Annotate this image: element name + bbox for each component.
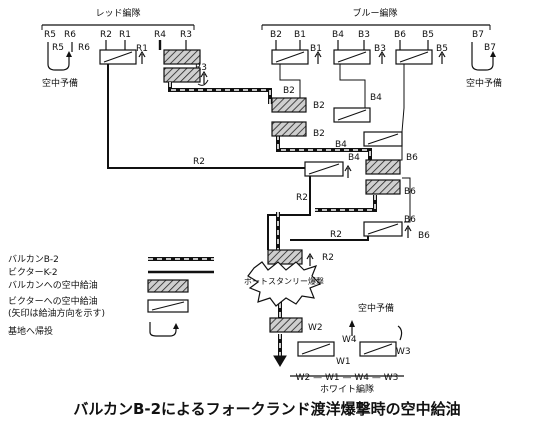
- label-B5-side: B5: [436, 44, 448, 54]
- legend-hatched-box: [147, 279, 189, 293]
- legend-vulcan-label: バルカンB-2: [8, 254, 59, 265]
- spare-right-loop: [471, 42, 494, 71]
- legend-return-icon: [149, 322, 177, 337]
- legend-victor-refuel-label: ビクターへの空中給油: [8, 295, 98, 307]
- label-R2-mid4: R2: [322, 253, 334, 263]
- spare-left-label: 空中予備: [42, 77, 78, 89]
- label-B2-mid1: B2: [283, 86, 295, 96]
- label-W1-mid: W1: [336, 357, 351, 367]
- label-B1-side: B1: [310, 44, 322, 54]
- label-B4-mid3: B4: [348, 153, 360, 163]
- label-R1-top: R1: [119, 30, 131, 40]
- routing-lines: [107, 64, 411, 367]
- label-B6-mid3: B6: [404, 215, 416, 225]
- legend-victor-label: ビクターK-2: [8, 267, 58, 278]
- label-B6-mid4: B6: [418, 231, 430, 241]
- label-R3-side: R3: [195, 63, 207, 73]
- white-group-label: ホワイト編隊: [320, 383, 374, 395]
- label-W4-mid: W4: [342, 335, 357, 345]
- label-R3-top: R3: [180, 30, 192, 40]
- label-B3-side: B3: [374, 44, 386, 54]
- storm-text: ボートスタンリー爆撃: [244, 276, 324, 286]
- label-W2-mid: W2: [308, 323, 323, 333]
- spare-left-arrow: [66, 51, 72, 57]
- label-B2-mid2: B2: [313, 101, 325, 111]
- label-B6-mid1: B6: [406, 153, 418, 163]
- legend-return-label: 基地へ帰投: [8, 325, 53, 337]
- spare-right-label: 空中予備: [466, 77, 502, 89]
- label-R4-top: R4: [154, 30, 166, 40]
- label-W3-mid: W3: [396, 347, 411, 357]
- diagram-caption: バルカンB-2によるフォークランド渡洋爆撃時の空中給油: [73, 400, 460, 418]
- spare-white-label: 空中予備: [358, 302, 394, 314]
- legend: バルカンB-2 ビクターK-2 バルカンへの空中給油 ビクターへの空中給油 (矢…: [8, 254, 214, 337]
- label-B4-mid1: B4: [370, 93, 382, 103]
- label-R2-mid2: R2: [296, 193, 308, 203]
- label-B5-top: B5: [422, 30, 434, 40]
- label-R6-side: R6: [78, 43, 90, 53]
- spare-left-loop: [47, 42, 70, 71]
- label-B6-top: B6: [394, 30, 406, 40]
- label-B3-top: B3: [358, 30, 370, 40]
- label-R2-mid3: R2: [330, 230, 342, 240]
- spare-right-arrow: [490, 51, 496, 57]
- label-R5: R5: [44, 30, 56, 40]
- label-B1-top: B1: [294, 30, 306, 40]
- blue-group-label: ブルー編隊: [352, 7, 397, 19]
- label-R2-top: R2: [100, 30, 112, 40]
- blue-formation: [271, 40, 446, 65]
- label-R5-side: R5: [52, 43, 64, 53]
- storm-label: ボートスタンリー爆撃: [244, 276, 324, 286]
- legend-vulcan-refuel-label: バルカンへの空中給油: [8, 279, 98, 291]
- white-row-labels: W2 — W1 — W4 — W3: [296, 373, 399, 383]
- label-B2-mid3: B2: [313, 129, 325, 139]
- legend-victor-refuel-note: (矢印は給油方向を示す): [8, 307, 105, 319]
- storm-burst: [247, 261, 322, 307]
- r3-return-arrow: [200, 70, 208, 84]
- red-group-label: レッド編隊: [95, 7, 140, 19]
- label-R2-mid: R2: [193, 157, 205, 167]
- label-B2-top: B2: [270, 30, 282, 40]
- label-R1-side: R1: [136, 44, 148, 54]
- box-R3-R4-a: [163, 49, 201, 65]
- mid-formation: [267, 97, 412, 333]
- r1-return-arrow: [138, 50, 146, 64]
- label-B7-side: B7: [484, 43, 496, 53]
- spare-white-loop: [351, 322, 403, 341]
- label-R6: R6: [64, 30, 76, 40]
- red-formation: [99, 40, 209, 86]
- label-B4-mid2: B4: [335, 140, 347, 150]
- label-B7-top: B7: [472, 30, 484, 40]
- label-B6-mid2: B6: [404, 187, 416, 197]
- label-B4-top: B4: [332, 30, 344, 40]
- box-R3-R4-b: [163, 67, 201, 83]
